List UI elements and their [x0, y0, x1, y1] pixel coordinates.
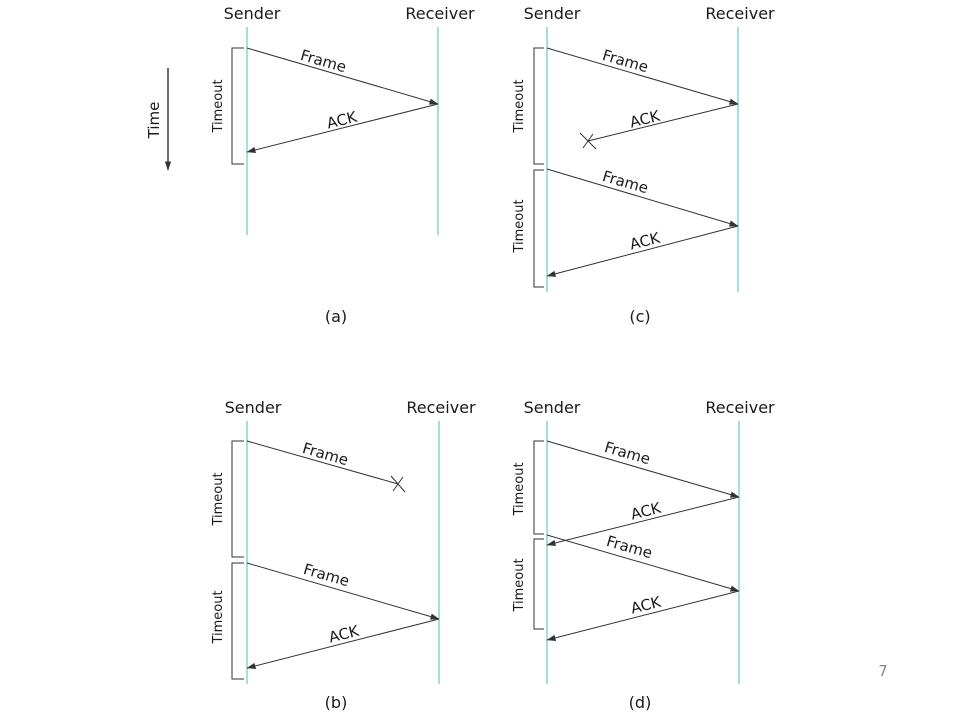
ack-arrow	[246, 618, 440, 669]
timeout-label-1: Timeout	[512, 462, 527, 516]
ack-arrow-2	[546, 590, 740, 641]
receiver-header: Receiver	[705, 398, 775, 417]
ack-arrow	[246, 103, 439, 153]
panel-caption: (a)	[325, 307, 347, 326]
receiver-header: Receiver	[406, 398, 476, 417]
sender-header: Sender	[224, 4, 281, 23]
time-axis: Time	[145, 68, 172, 171]
frame-label-1: Frame	[602, 438, 652, 468]
frame-arrow-2	[546, 534, 740, 592]
ack-arrow-2	[546, 225, 739, 277]
ack-label: ACK	[325, 107, 360, 132]
frame-arrow-2	[546, 168, 739, 227]
panel-a: Sender Receiver Timeout Frame ACK (a)	[211, 4, 475, 326]
frame-arrow-1	[546, 440, 740, 498]
timeout-bracket	[231, 47, 244, 165]
ack-arrow-1	[546, 496, 740, 546]
panel-b: Sender Receiver Timeout Timeout Frame Fr…	[211, 398, 476, 712]
receiver-header: Receiver	[705, 4, 775, 23]
timeout-label-1: Timeout	[211, 472, 226, 526]
timeout-bracket-1	[533, 47, 544, 165]
timeout-bracket-2	[533, 538, 544, 630]
ack-label-2: ACK	[629, 592, 664, 617]
ack-label-1: ACK	[628, 106, 663, 131]
timeout-label-1: Timeout	[512, 79, 527, 133]
receiver-header: Receiver	[405, 4, 475, 23]
timeout-label-2: Timeout	[512, 199, 527, 253]
timeout-bracket-2	[533, 169, 544, 288]
lost-ack-line	[587, 103, 739, 142]
timeout-label-2: Timeout	[512, 558, 527, 612]
timeout-bracket-2	[231, 562, 244, 680]
panel-caption: (b)	[325, 693, 348, 712]
timeout-label: Timeout	[211, 79, 226, 133]
frame-label-1: Frame	[600, 46, 650, 76]
timeout-bracket-1	[231, 440, 244, 558]
sender-header: Sender	[225, 398, 282, 417]
frame-label-2: Frame	[604, 532, 654, 562]
frame-arrow	[246, 47, 439, 105]
panel-c: Sender Receiver Timeout Timeout Frame AC…	[512, 4, 775, 326]
lost-x-icon	[390, 475, 406, 493]
panel-caption: (d)	[629, 693, 652, 712]
timeout-label-2: Timeout	[211, 590, 226, 644]
lost-x-icon	[579, 132, 597, 150]
ack-label: ACK	[327, 621, 362, 646]
frame-label-1: Frame	[300, 439, 350, 469]
sender-header: Sender	[524, 4, 581, 23]
page-number: 7	[878, 662, 888, 680]
frame-arrow-1	[546, 47, 739, 105]
lost-frame-line	[246, 440, 399, 485]
frame-arrow-2	[246, 562, 440, 620]
ack-label-1: ACK	[629, 498, 664, 523]
panel-d: Sender Receiver Timeout Timeout Frame AC…	[512, 398, 775, 712]
sender-header: Sender	[524, 398, 581, 417]
ack-label-2: ACK	[628, 228, 663, 253]
time-axis-label: Time	[145, 102, 163, 140]
frame-label: Frame	[298, 46, 348, 76]
timeout-bracket-1	[533, 440, 544, 535]
panel-caption: (c)	[629, 307, 650, 326]
